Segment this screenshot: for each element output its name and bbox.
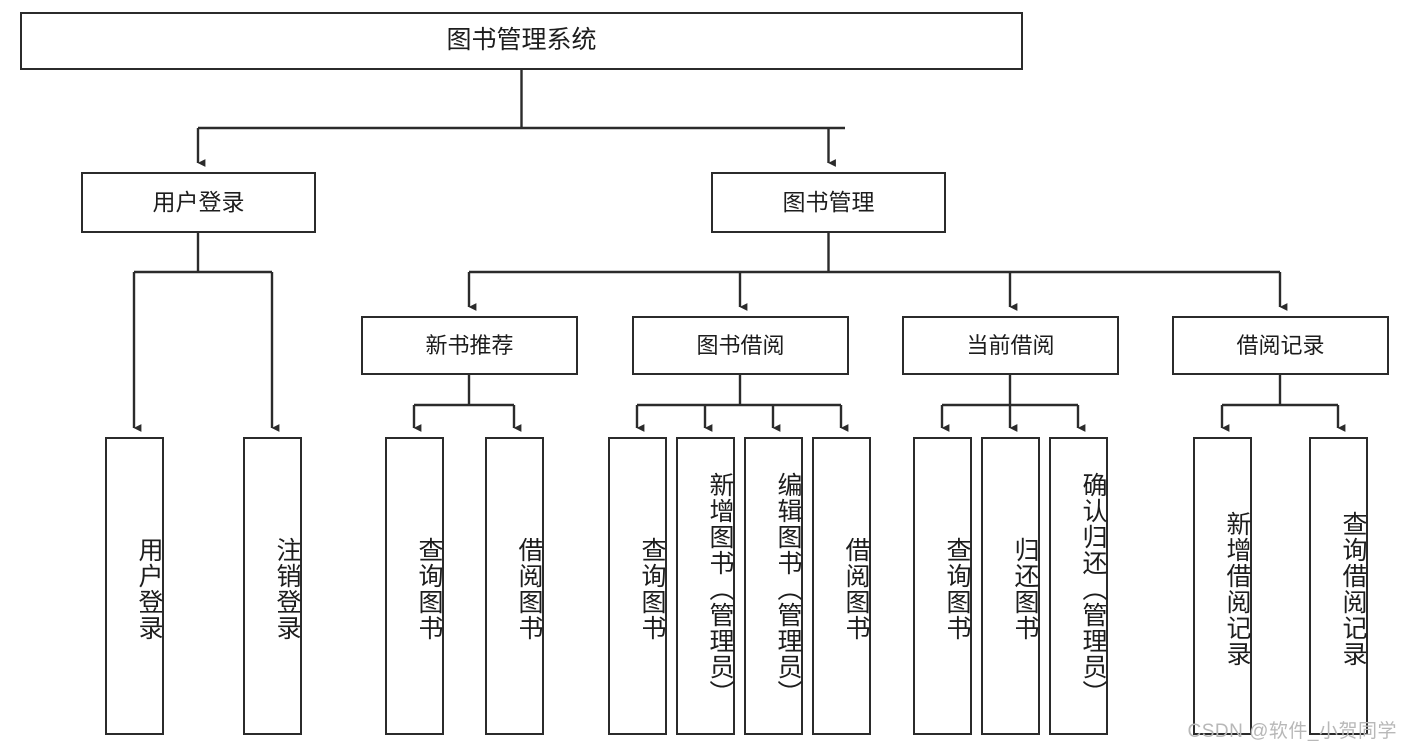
leaf-user-login[interactable]: 用户登录: [105, 437, 164, 735]
node-current-borrow[interactable]: 当前借阅: [902, 316, 1119, 375]
leaf-return-book-label: 归还图书: [1011, 537, 1039, 641]
node-new-book-recommend[interactable]: 新书推荐: [361, 316, 578, 375]
leaf-add-book[interactable]: 新增图书（管理员）: [676, 437, 735, 735]
node-new-book-recommend-label: 新书推荐: [425, 332, 514, 358]
node-book-management[interactable]: 图书管理: [711, 172, 946, 233]
node-book-borrow[interactable]: 图书借阅: [632, 316, 849, 375]
node-current-borrow-label: 当前借阅: [966, 332, 1055, 358]
leaf-query-record[interactable]: 查询借阅记录: [1309, 437, 1368, 735]
leaf-logout-login-label: 注销登录: [273, 537, 301, 641]
leaf-borrow-book-2[interactable]: 借阅图书: [812, 437, 871, 735]
node-book-management-label: 图书管理: [782, 188, 875, 215]
node-root-system[interactable]: 图书管理系统: [20, 12, 1023, 70]
leaf-query-book-2-label: 查询图书: [638, 537, 666, 641]
leaf-user-login-label: 用户登录: [135, 537, 163, 641]
leaf-edit-book[interactable]: 编辑图书（管理员）: [744, 437, 803, 735]
leaf-borrow-book-2-label: 借阅图书: [842, 537, 870, 641]
leaf-add-record-label: 新增借阅记录: [1223, 511, 1251, 667]
leaf-return-book[interactable]: 归还图书: [981, 437, 1040, 735]
leaf-confirm-return-label: 确认归还（管理员）: [1079, 472, 1107, 706]
leaf-logout-login[interactable]: 注销登录: [243, 437, 302, 735]
leaf-query-book-2[interactable]: 查询图书: [608, 437, 667, 735]
leaf-query-record-label: 查询借阅记录: [1339, 511, 1367, 667]
leaf-query-book-1[interactable]: 查询图书: [385, 437, 444, 735]
node-borrow-record-label: 借阅记录: [1236, 332, 1325, 358]
leaf-borrow-book-1[interactable]: 借阅图书: [485, 437, 544, 735]
leaf-borrow-book-1-label: 借阅图书: [515, 537, 543, 641]
node-user-login-label: 用户登录: [152, 188, 245, 215]
leaf-query-book-1-label: 查询图书: [415, 537, 443, 641]
node-book-borrow-label: 图书借阅: [696, 332, 785, 358]
node-borrow-record[interactable]: 借阅记录: [1172, 316, 1389, 375]
leaf-confirm-return[interactable]: 确认归还（管理员）: [1049, 437, 1108, 735]
watermark-csdn: CSDN @软件_小贺同学: [1187, 721, 1397, 742]
node-root-label: 图书管理系统: [446, 26, 597, 55]
leaf-add-book-label: 新增图书（管理员）: [706, 472, 734, 706]
leaf-edit-book-label: 编辑图书（管理员）: [774, 472, 802, 706]
leaf-add-record[interactable]: 新增借阅记录: [1193, 437, 1252, 735]
node-user-login[interactable]: 用户登录: [81, 172, 316, 233]
leaf-query-book-3[interactable]: 查询图书: [913, 437, 972, 735]
leaf-query-book-3-label: 查询图书: [943, 537, 971, 641]
